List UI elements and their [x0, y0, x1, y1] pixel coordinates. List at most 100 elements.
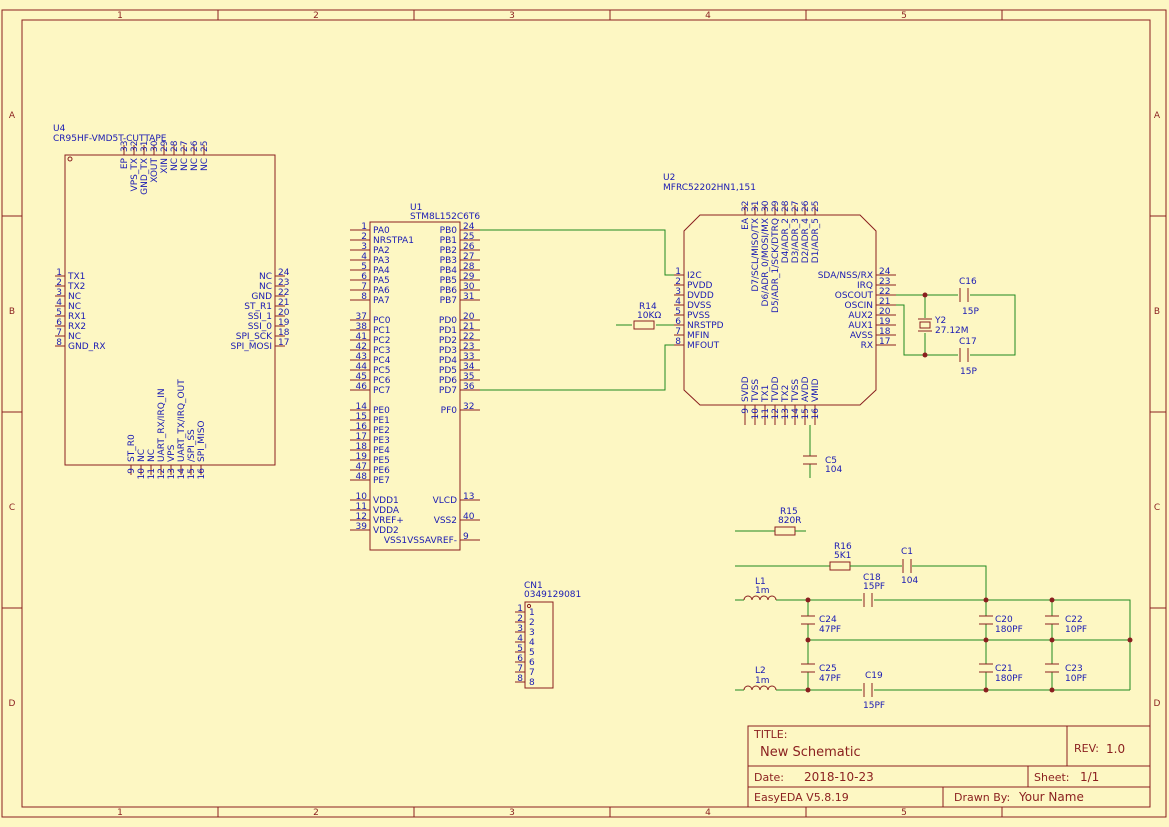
tool-name: EasyEDA V5.8.19	[754, 791, 849, 804]
y2-value: 27.12M	[935, 326, 969, 336]
r15-resistor[interactable]: R15 820R	[735, 507, 806, 536]
u4-pin-number: 10	[137, 468, 147, 480]
u1-pin-label: VSS1VSSAVREF-	[384, 536, 457, 546]
r16-ref: R16	[834, 542, 852, 552]
u2-pin-label: AUX2	[848, 311, 873, 321]
u1-pin-label: PD4	[439, 356, 457, 366]
c21-ref: C21	[995, 664, 1013, 674]
rev-value: 1.0	[1106, 742, 1125, 756]
u1-pin-label: PB3	[440, 256, 457, 266]
u1-pin-number: 41	[356, 332, 367, 342]
u4-pin-label: NC	[68, 302, 81, 312]
u1-pin-number: 15	[356, 412, 367, 422]
u1-pin-label: PC3	[373, 346, 390, 356]
u1-pin-number: 14	[356, 402, 368, 412]
u1-pin-label: PE0	[373, 406, 390, 416]
c19-capacitor[interactable]: C19 15PF	[863, 671, 885, 711]
l2-value: 1m	[755, 676, 770, 686]
c1-capacitor[interactable]: C1 104	[901, 547, 987, 600]
u4-pin-number: 7	[56, 328, 62, 338]
cn1-pin-label: 4	[529, 638, 535, 648]
u1-pin-label: PA6	[373, 286, 390, 296]
c24-capacitor[interactable]: C24 47PF	[801, 615, 841, 635]
r16-resistor[interactable]: R16 5K1	[735, 542, 902, 571]
u1-pin-number: 21	[463, 322, 474, 332]
c17-capacitor[interactable]: C17 15P	[959, 337, 977, 377]
l1-inductor[interactable]: L1 1m	[743, 577, 777, 601]
u2-pin-number: 15	[801, 408, 811, 419]
r15-value: 820R	[778, 516, 801, 526]
u2-pin-number: 2	[675, 277, 681, 287]
u1-pin-label: PE3	[373, 436, 390, 446]
u4-pin-label: NC	[200, 158, 210, 171]
u1-pin-number: 6	[361, 272, 367, 282]
u1-body	[369, 221, 461, 551]
l2-inductor[interactable]: L2 1m	[743, 666, 777, 691]
crystal-section	[896, 292, 1016, 358]
u4-body	[64, 154, 276, 466]
c22-value: 10PF	[1065, 625, 1087, 635]
u1-pin-number: 13	[463, 492, 474, 502]
c5-value: 104	[825, 465, 842, 475]
c25-capacitor[interactable]: C25 47PF	[801, 663, 841, 684]
u4-pin-label: NC	[259, 272, 272, 282]
u4-pin1-mark	[67, 156, 73, 162]
u1-pin-label: PA7	[373, 296, 390, 306]
col-label-bottom: 3	[509, 808, 515, 818]
u1-pin-label: PC0	[373, 316, 391, 326]
u4-pin-number: 31	[140, 141, 150, 152]
u2-pin-number: 10	[751, 408, 761, 420]
u4-pin-number: 27	[180, 141, 190, 152]
date-label: Date:	[754, 771, 784, 784]
c20-capacitor[interactable]: C20 180PF	[979, 615, 1023, 635]
cn1-pin-label: 7	[529, 668, 535, 678]
u4-pin-label: GND_RX	[68, 342, 106, 352]
u4-pin-number: 29	[160, 140, 170, 152]
u2-pin-number: 8	[675, 337, 681, 347]
y2-crystal[interactable]: Y2 27.12M	[918, 316, 969, 336]
u4-pin-label: VPS_TX	[130, 158, 140, 191]
u4-chip[interactable]: U4 CR95HF-VMD5T-CUTTAPE 33EP32VPS_TX31GN…	[53, 124, 290, 479]
title-label: TITLE:	[753, 728, 787, 741]
u4-pin-label: SSI_0	[248, 322, 273, 332]
y2-ref: Y2	[934, 316, 946, 326]
row-label-right: D	[1154, 699, 1161, 709]
c18-capacitor[interactable]: C18 15PF	[863, 573, 885, 607]
c21-capacitor[interactable]: C21 180PF	[979, 663, 1023, 684]
u2-pin-label: SDA/NSS/RX	[818, 271, 873, 281]
c16-capacitor[interactable]: C16 15P	[959, 277, 979, 317]
u1-pin-number: 37	[356, 312, 367, 322]
u1-pin-number: 24	[463, 222, 475, 232]
u4-pin-label: NC	[170, 158, 180, 171]
u2-pin-label: D3/ADR_3	[791, 218, 801, 263]
u2-pin-number: 18	[879, 327, 891, 337]
u1-pin-label: PB4	[440, 266, 458, 276]
u1-pin-label: PA5	[373, 276, 390, 286]
u2-pin-label: EA	[741, 217, 751, 230]
col-label-top: 5	[901, 11, 907, 21]
u1-pin-number: 46	[356, 382, 368, 392]
cn1-body	[524, 601, 554, 689]
r14-resistor[interactable]: R14 10KΩ	[633, 302, 661, 330]
r14-value: 10KΩ	[637, 311, 661, 321]
c23-capacitor[interactable]: C23 10PF	[1045, 663, 1087, 684]
c5-capacitor[interactable]: C5 104	[803, 425, 842, 478]
u4-pin-number: 25	[200, 141, 210, 152]
col-label-bottom: 1	[117, 808, 123, 818]
u1-pin-number: 34	[463, 362, 475, 372]
u1-pin-label: PB6	[440, 286, 458, 296]
u1-pin-label: VREF+	[373, 516, 404, 526]
u4-pin-number: 16	[197, 468, 207, 480]
u1-pin-label: PD0	[439, 316, 457, 326]
cn1-pin-label: 8	[529, 678, 535, 688]
c22-capacitor[interactable]: C22 10PF	[1045, 615, 1087, 635]
u4-pin-label: NC	[68, 292, 81, 302]
c21-value: 180PF	[995, 674, 1023, 684]
drawn-by-label: Drawn By:	[954, 791, 1010, 804]
u2-chip[interactable]: U2 MFRC52202HN1,151 32EA31D7/SCL/MISO/TX…	[663, 173, 896, 425]
u4-pin-label: VPS	[167, 444, 177, 462]
u1-pin-number: 23	[463, 342, 474, 352]
u2-pin-label: NRSTPD	[687, 321, 724, 331]
